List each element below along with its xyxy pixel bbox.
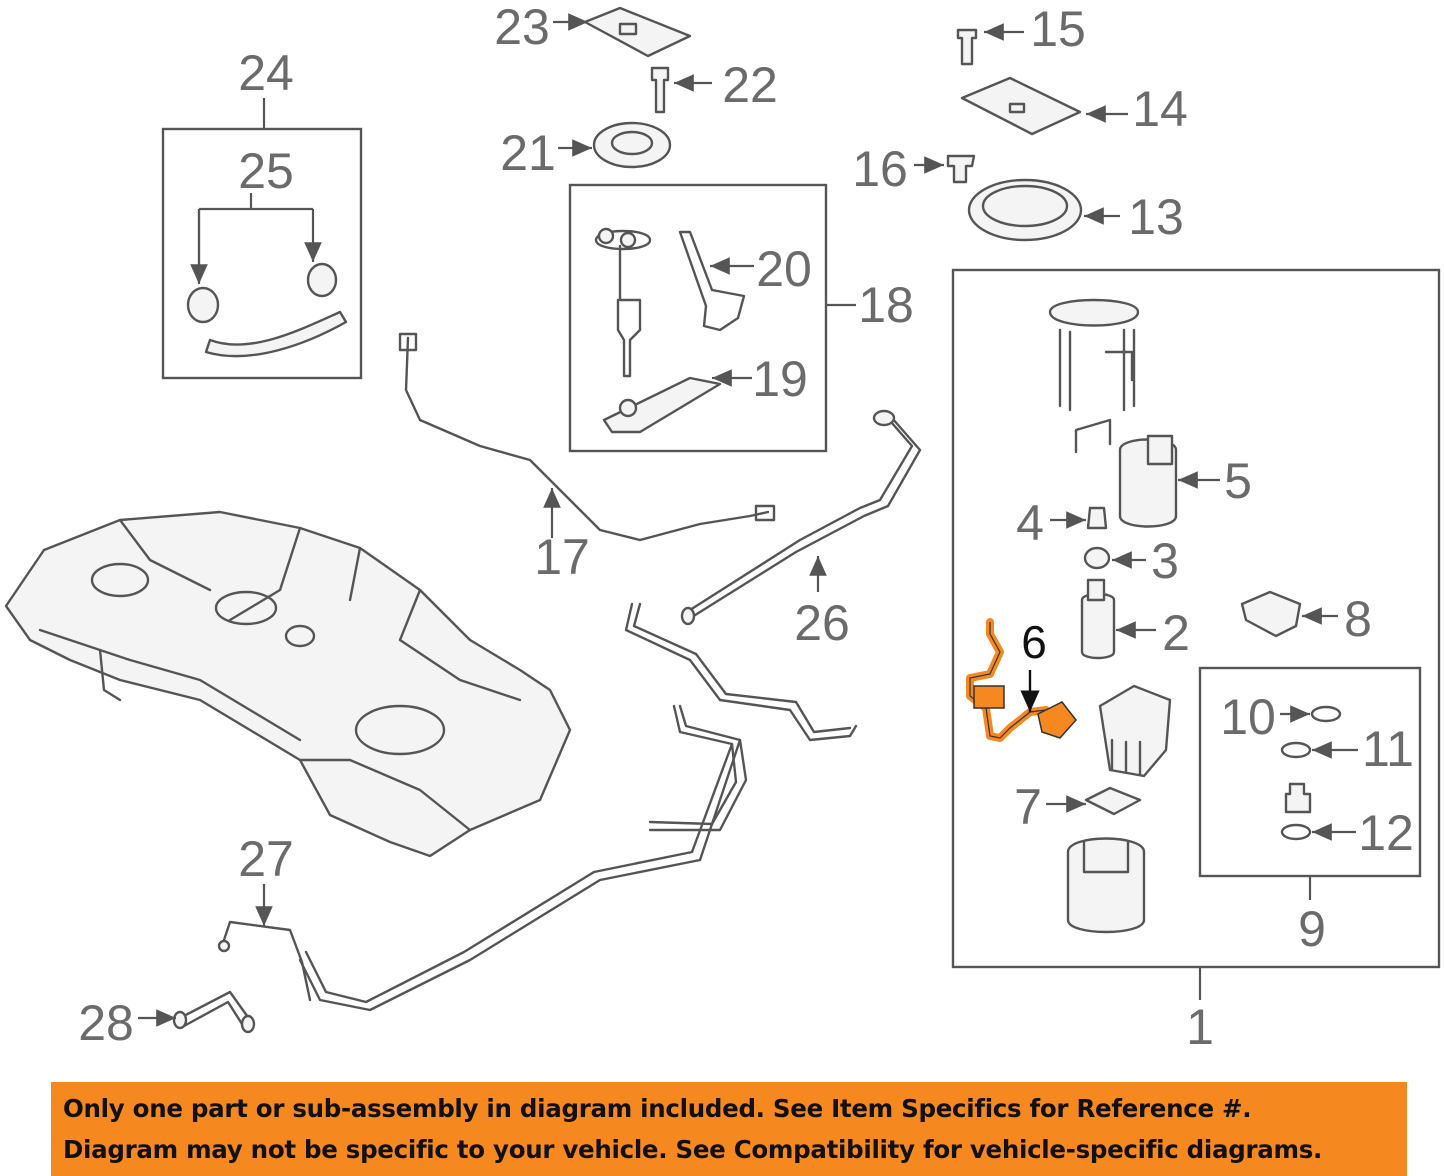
disclaimer-banner: Only one part or sub-assembly in diagram… bbox=[51, 1082, 1407, 1176]
check-valve-part bbox=[1284, 782, 1312, 814]
callout-13: 13 bbox=[1128, 189, 1184, 245]
disclaimer-line-2: Diagram may not be specific to your vehi… bbox=[63, 1135, 1322, 1164]
cover-plate-part bbox=[583, 6, 692, 58]
callout-16: 16 bbox=[852, 141, 908, 197]
clip-part bbox=[1084, 786, 1142, 816]
grommet-part bbox=[946, 154, 976, 184]
pump-part bbox=[1080, 592, 1116, 660]
bracket-part bbox=[602, 376, 722, 434]
filler-pipe-part bbox=[680, 409, 922, 626]
callout-10: 10 bbox=[1220, 689, 1276, 745]
callout-3: 3 bbox=[1151, 533, 1179, 589]
bracket-8-part bbox=[1240, 590, 1302, 638]
bolt-part bbox=[650, 66, 670, 114]
lock-ring-part bbox=[967, 178, 1083, 242]
flange-part bbox=[1048, 298, 1140, 327]
seal-part bbox=[1083, 546, 1111, 570]
callout-1: 1 bbox=[1186, 999, 1214, 1055]
fuel-level-sender-highlighted-part bbox=[966, 618, 1077, 742]
disclaimer-line-1: Only one part or sub-assembly in diagram… bbox=[63, 1094, 1252, 1123]
callout-27: 27 bbox=[238, 831, 294, 887]
top-gasket-parts bbox=[553, 6, 712, 169]
callout-25: 25 bbox=[238, 143, 294, 199]
callout-19: 19 bbox=[752, 351, 808, 407]
callout-17: 17 bbox=[534, 529, 590, 585]
valve-part bbox=[1086, 506, 1108, 530]
hose-part bbox=[204, 310, 348, 358]
o-ring-10-part bbox=[1310, 705, 1342, 723]
callout-9: 9 bbox=[1298, 901, 1326, 957]
fuel-tank-part bbox=[4, 510, 572, 858]
filler-hose-kit-group bbox=[161, 98, 363, 380]
callout-6-highlighted: 6 bbox=[1021, 616, 1047, 668]
callout-26: 26 bbox=[794, 595, 850, 651]
callout-11: 11 bbox=[1362, 721, 1414, 777]
strainer-housing-part bbox=[1098, 684, 1172, 778]
fuel-pump-module-group bbox=[951, 268, 1441, 1000]
sender-unit-part bbox=[594, 229, 652, 378]
callout-7: 7 bbox=[1014, 779, 1042, 835]
callout-14: 14 bbox=[1132, 81, 1188, 137]
callout-2: 2 bbox=[1162, 605, 1190, 661]
short-hose-part bbox=[138, 990, 256, 1034]
callout-15: 15 bbox=[1030, 1, 1086, 57]
o-ring-11-part bbox=[1280, 741, 1312, 759]
callout-5: 5 bbox=[1224, 453, 1252, 509]
callout-21: 21 bbox=[500, 125, 556, 181]
reservoir-part bbox=[1066, 837, 1146, 934]
sender-unit-group bbox=[568, 183, 856, 453]
ring-part bbox=[592, 121, 672, 169]
top-right-parts bbox=[914, 23, 1128, 242]
callout-20: 20 bbox=[756, 241, 812, 297]
clamp-part bbox=[186, 262, 338, 324]
callout-12: 12 bbox=[1358, 805, 1414, 861]
callout-24: 24 bbox=[238, 45, 294, 101]
return-line-part bbox=[217, 884, 312, 1002]
callout-8: 8 bbox=[1344, 591, 1372, 647]
sensor-part bbox=[678, 230, 746, 332]
retainer-part bbox=[1074, 418, 1112, 454]
fuel-lines-part bbox=[298, 602, 858, 1012]
callout-22: 22 bbox=[722, 57, 778, 113]
o-ring-kit-group bbox=[1198, 666, 1422, 900]
pin-part bbox=[956, 28, 978, 66]
callout-4: 4 bbox=[1016, 495, 1044, 551]
callout-28: 28 bbox=[78, 995, 134, 1051]
callout-23: 23 bbox=[494, 0, 550, 55]
callout-labels: 1 2 3 4 5 6 7 8 9 10 11 12 13 14 15 16 1… bbox=[78, 0, 1414, 1055]
callout-18: 18 bbox=[858, 277, 914, 333]
vent-line-part bbox=[398, 332, 776, 542]
o-ring-12-part bbox=[1280, 823, 1312, 841]
